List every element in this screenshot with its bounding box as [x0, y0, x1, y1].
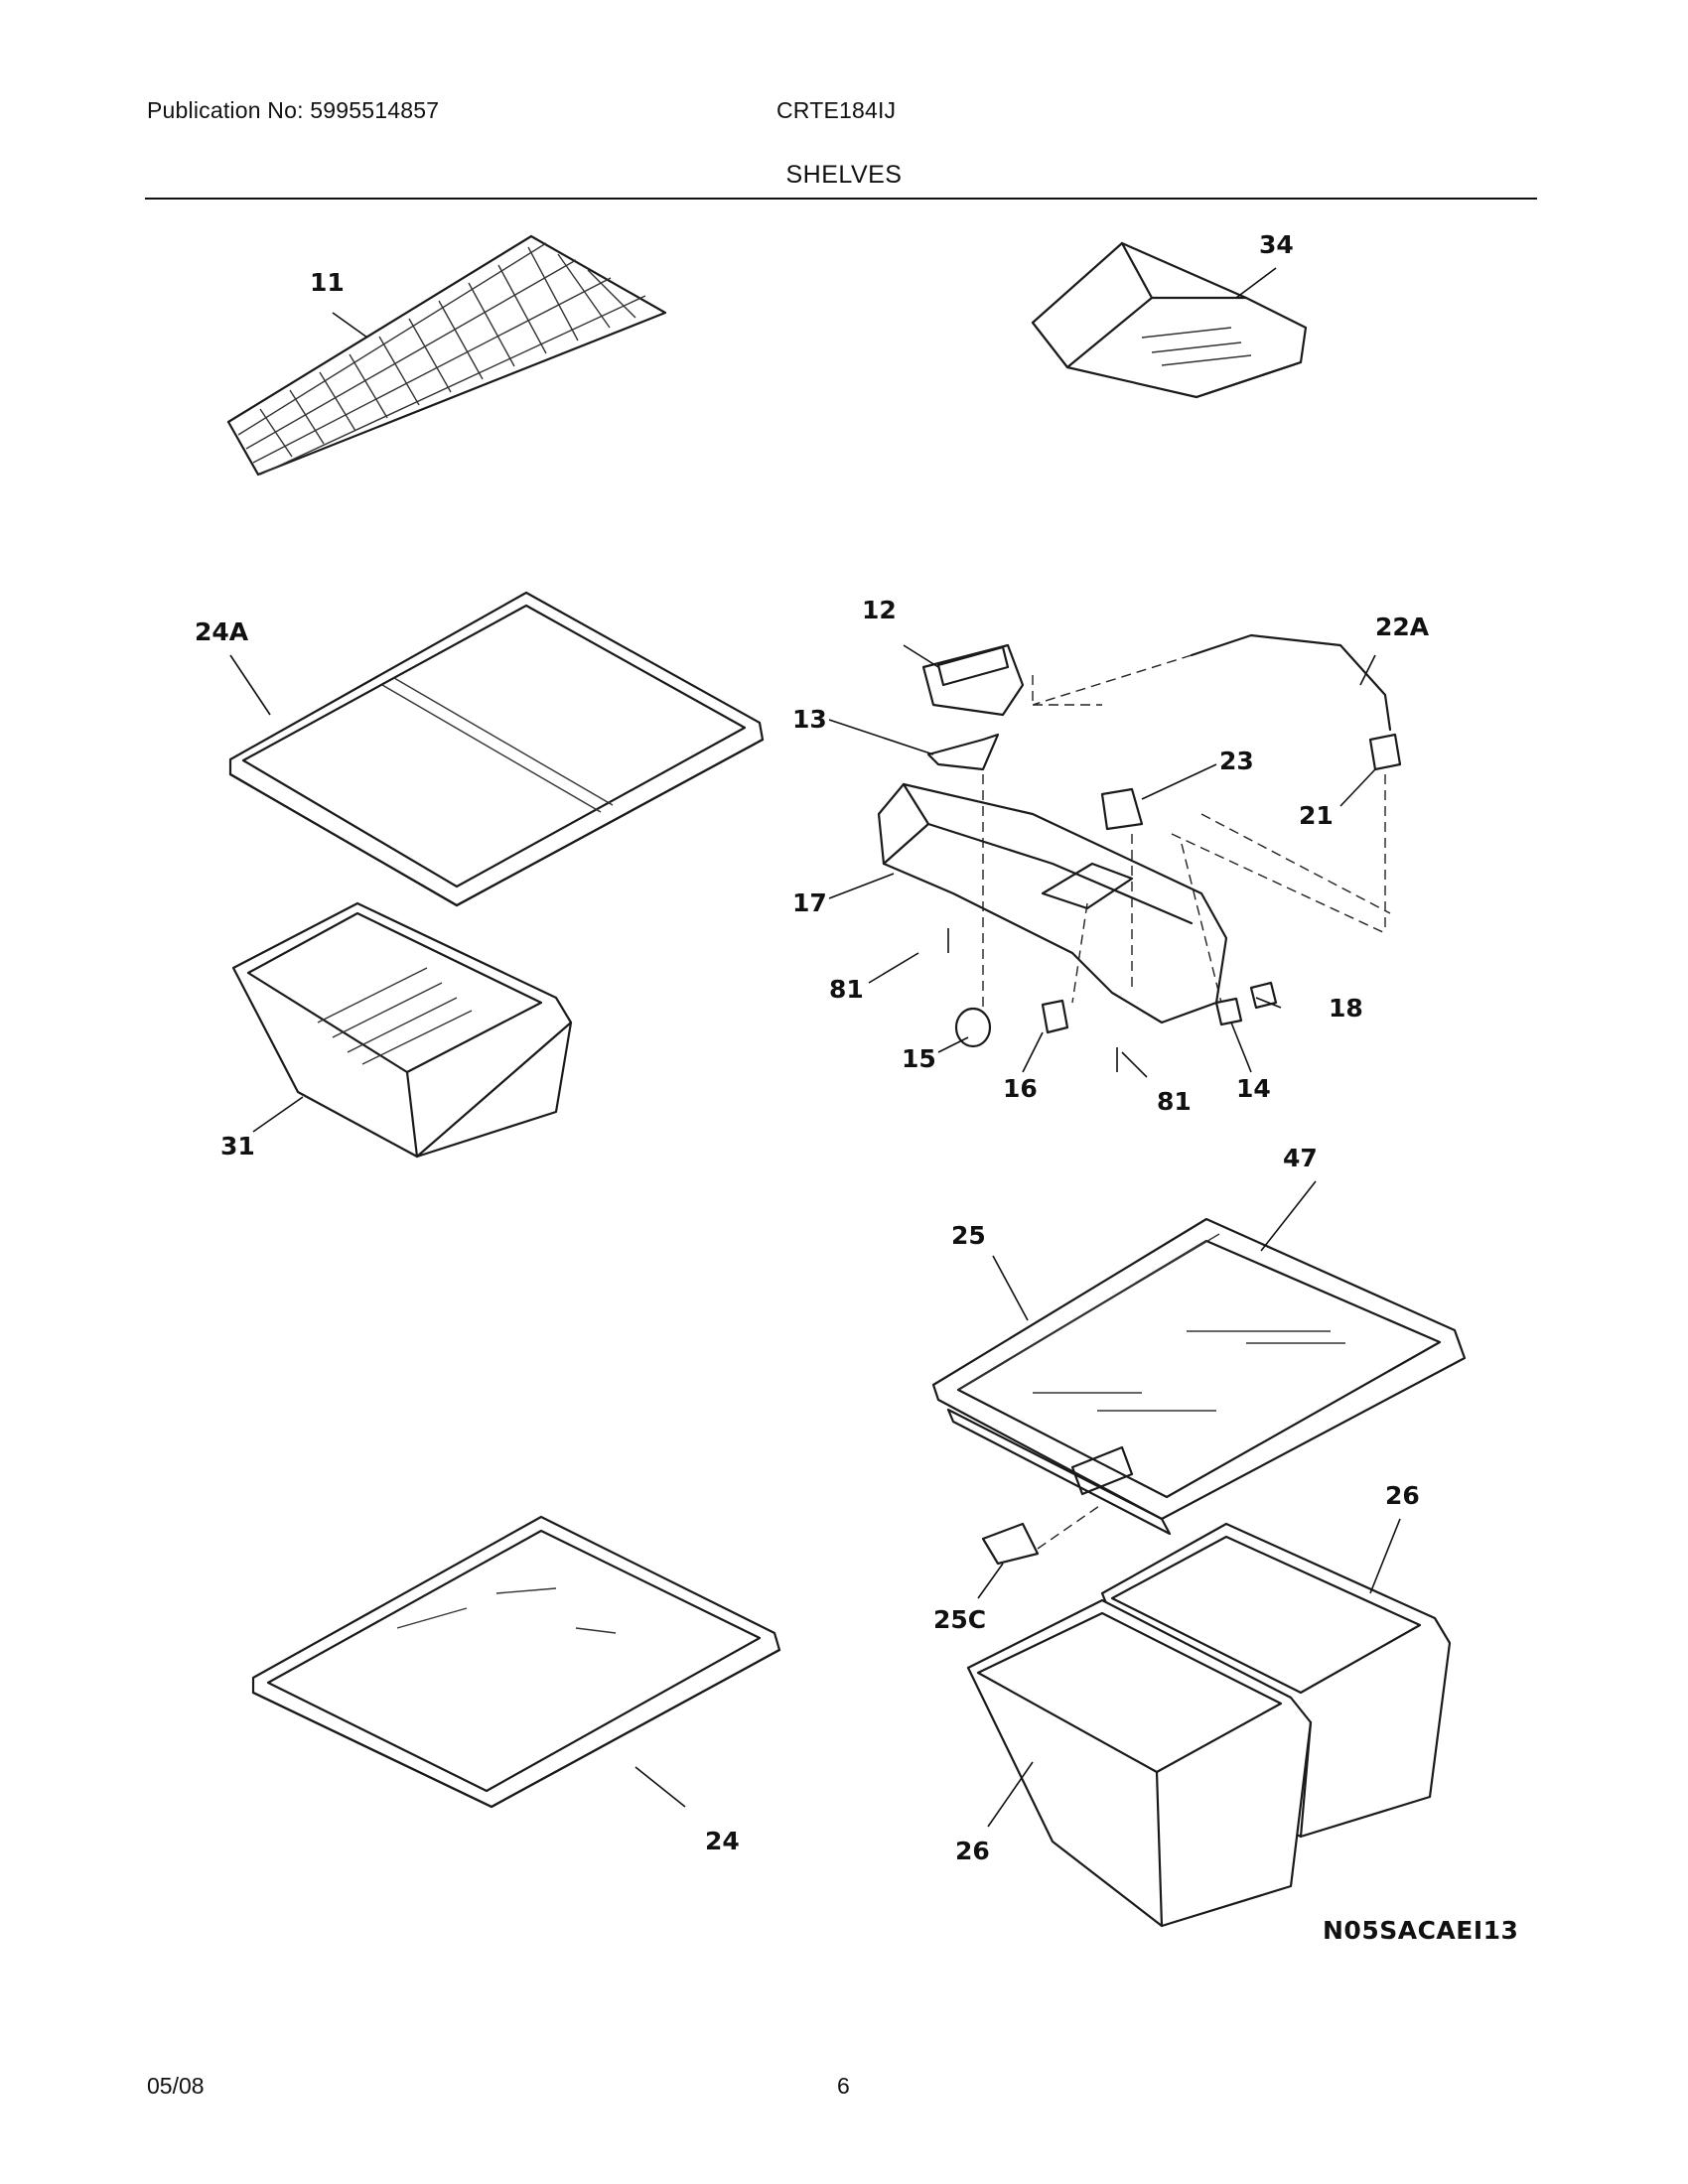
callout-47: 47 [1283, 1144, 1318, 1172]
callout-15: 15 [902, 1044, 936, 1073]
glass-shelf-47-part [931, 1217, 1467, 1566]
model-number: CRTE184IJ [776, 97, 897, 123]
callout-23: 23 [1219, 747, 1254, 775]
header-rule [145, 198, 1537, 200]
callout-31: 31 [220, 1132, 255, 1160]
footer-date: 05/08 [147, 2073, 205, 2099]
callout-18: 18 [1329, 994, 1363, 1023]
callout-34: 34 [1259, 230, 1294, 259]
callout-17: 17 [792, 888, 827, 917]
page-number: 6 [837, 2073, 850, 2099]
callout-labels: 11 34 24A 12 22A 13 23 21 17 81 18 15 16… [195, 230, 1518, 1945]
publication-number: Publication No: 5995514857 [147, 97, 440, 123]
crisper-drawers-26-part [966, 1522, 1452, 1928]
callout-25c: 25C [933, 1605, 986, 1634]
freezer-bin-part [1031, 241, 1308, 399]
crisper-drawer-31-part [231, 901, 573, 1159]
glass-shelf-24-part [251, 1515, 781, 1809]
wire-shelf-part [226, 234, 667, 477]
leader-lines [229, 267, 1401, 1828]
callout-22a: 22A [1375, 613, 1430, 641]
callout-24a: 24A [195, 617, 249, 646]
callout-25: 25 [951, 1221, 986, 1250]
callout-12: 12 [862, 596, 897, 624]
callout-81: 81 [829, 975, 864, 1004]
callout-21: 21 [1299, 801, 1334, 830]
callout-14: 14 [1236, 1074, 1271, 1103]
callout-26: 26 [1385, 1481, 1420, 1510]
drawing-code: N05SACAEI13 [1323, 1916, 1518, 1945]
callout-24: 24 [705, 1827, 740, 1855]
callout-81-lower: 81 [1157, 1087, 1192, 1116]
control-housing-assembly [877, 633, 1402, 1072]
callout-26-lower: 26 [955, 1837, 990, 1865]
callout-11: 11 [310, 268, 345, 297]
glass-shelf-24a-part [228, 591, 765, 907]
callout-16: 16 [1003, 1074, 1038, 1103]
section-title: SHELVES [785, 161, 903, 189]
callout-13: 13 [792, 705, 827, 734]
